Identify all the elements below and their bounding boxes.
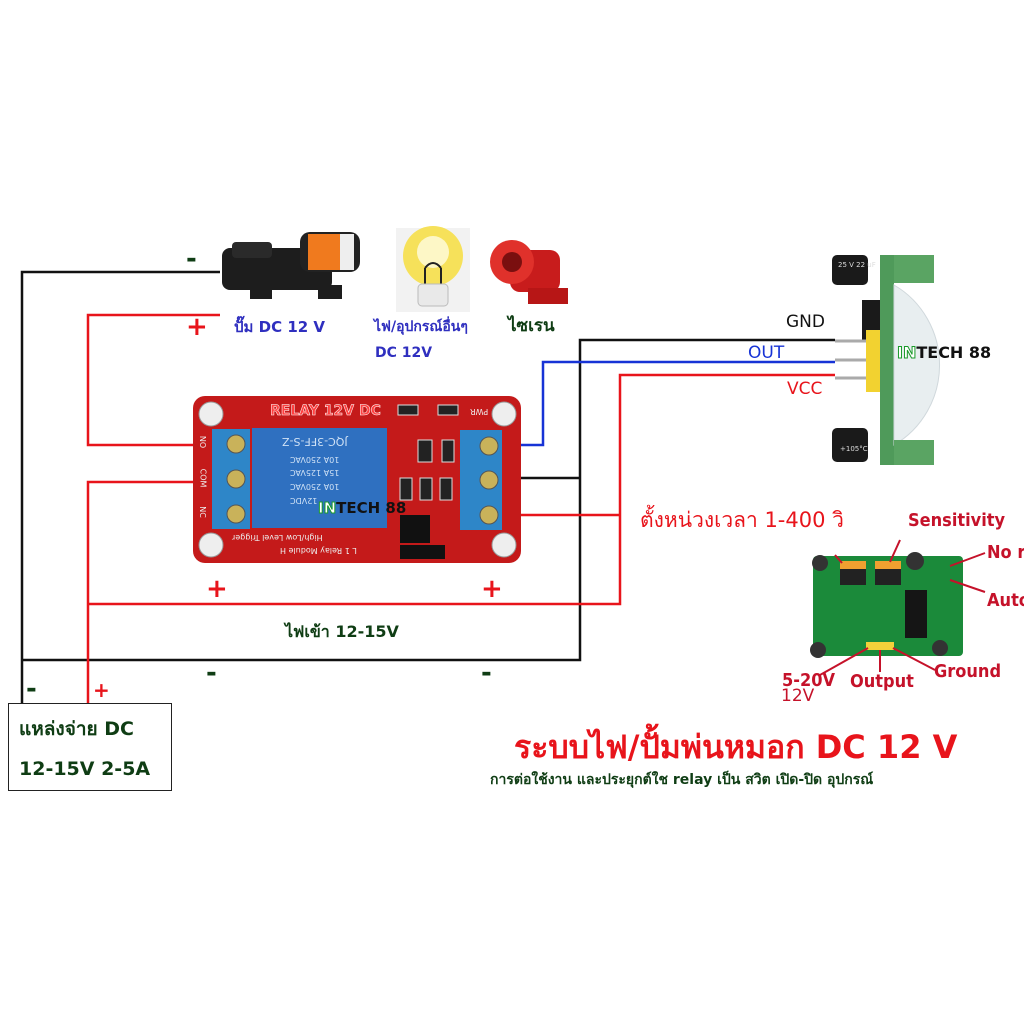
relay-rating-2: 15A 125VAC [290, 468, 340, 477]
relay-pin-nc: NC [197, 506, 207, 518]
wire-ground-bus [22, 338, 835, 662]
relay-trigger-label: High/Low Level Trigger [232, 533, 323, 542]
pir-sensor-side-image [832, 255, 940, 465]
delay-label: ตั้งหน่วงเวลา 1-400 วิ [640, 508, 844, 532]
gnd-label: GND [786, 312, 825, 332]
supply-voltage-label: 5-20V [782, 670, 836, 691]
supply-negative-sign: - [26, 674, 37, 704]
relay-module-label: L 1 Relay Module H [280, 546, 357, 555]
input-voltage-label: ไฟเข้า 12-15V [285, 622, 399, 641]
relay-title: RELAY 12V DC [270, 403, 381, 419]
bus-negative-right: - [481, 658, 492, 688]
auto-retrigger-label: Auto [987, 590, 1024, 611]
output-pin-label: Output [850, 671, 914, 692]
lamp-label: ไฟ/อุปกรณ์อื่นๆ [374, 319, 468, 335]
sensitivity-label: Sensitivity [908, 510, 1006, 531]
watermark-rest: TECH 88 [916, 343, 992, 362]
wire-positive-bus [88, 373, 835, 606]
vcc-label: VCC [787, 379, 823, 399]
watermark-in: IN [317, 499, 337, 517]
siren-label: ไซเรน [508, 316, 555, 336]
relay-module-image [193, 396, 521, 563]
out-label: OUT [748, 343, 785, 363]
water-pump-image [222, 232, 360, 299]
relay-pin-no: NO [198, 435, 208, 449]
relay-rating-1: 10A 250VAC [290, 455, 340, 464]
supply-line-1: แหล่งจ่าย DC [19, 718, 134, 740]
relay-pwr-label: PWR [470, 407, 489, 416]
watermark-in: IN [896, 343, 917, 362]
ground-pin-label: Ground [934, 661, 1002, 682]
pir-sensor-board-image [810, 539, 986, 676]
relay-model: JQC-3FF-S-Z [282, 435, 348, 448]
relay-rating-3: 10A 250VAC [290, 482, 340, 491]
relay-watermark: INTECH 88 [317, 499, 407, 517]
no-retrigger-label: No re [987, 542, 1024, 563]
wire-pump-negative [20, 270, 220, 703]
supply-positive-sign: + [93, 678, 110, 702]
capacitor-top-label: 25 V 22 uF [838, 261, 876, 269]
pump-positive-sign: + [186, 312, 208, 342]
bus-positive-left: + [206, 574, 228, 604]
pump-label: ปั๊ม DC 12 V [234, 318, 326, 336]
wire-pump-positive [86, 313, 220, 447]
watermark-rest: TECH 88 [336, 499, 407, 517]
bus-negative-left: - [206, 658, 217, 688]
supply-line-2: 12-15V 2-5A [19, 758, 151, 780]
diagram-title: ระบบไฟ/ปั้มพ่นหมอก DC 12 V [514, 728, 958, 766]
pir-watermark: INTECH 88 [896, 343, 992, 362]
bus-positive-right: + [481, 574, 503, 604]
red-wires [86, 313, 835, 703]
relay-rating-4: 12VDC [290, 496, 318, 505]
capacitor-bottom-label: +105°C [840, 445, 868, 453]
supply-note-label: 12V [781, 686, 815, 706]
siren-image [490, 240, 568, 304]
pump-negative-sign: - [186, 244, 197, 274]
lamp-voltage-label: DC 12V [375, 345, 433, 361]
light-bulb-image [396, 226, 470, 312]
wire-relay-com [86, 480, 200, 703]
relay-pin-com: COM [198, 468, 208, 488]
wire-signal-out [505, 360, 835, 447]
diagram-subtitle: การต่อใช้งาน และประยุกต์ใช relay เป็น สว… [490, 772, 874, 788]
power-supply-box: แหล่งจ่าย DC 12-15V 2-5A [8, 703, 172, 791]
